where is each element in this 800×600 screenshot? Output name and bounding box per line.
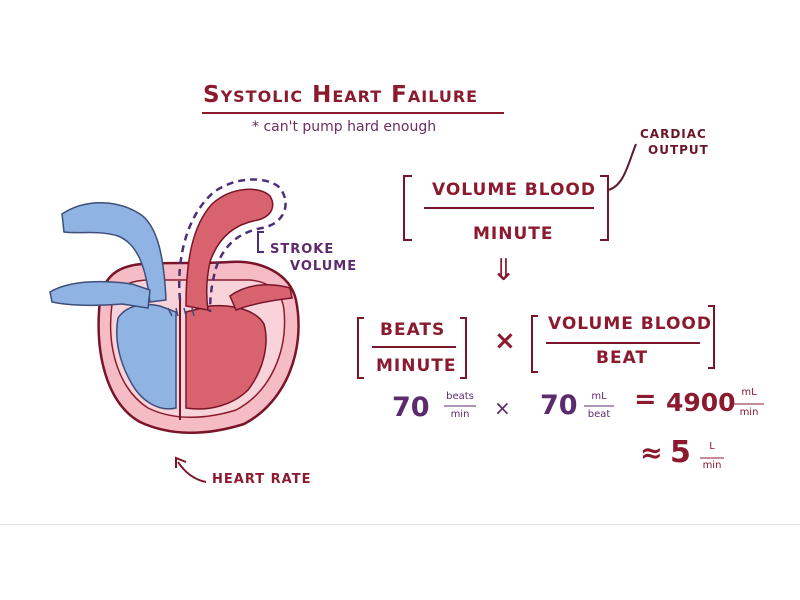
approx-value: 5 [670, 435, 691, 470]
bracket-right-volume [708, 305, 715, 369]
main-numerator: VOLUME BLOOD [432, 180, 596, 200]
stroke-volume-label-line2: VOLUME [290, 259, 358, 274]
cardiac-output-connector [607, 143, 637, 191]
stroke-volume-label-line1: STROKE [270, 242, 335, 257]
approx-sign: ≈ [640, 438, 663, 469]
volume-numerator: VOLUME BLOOD [548, 314, 712, 334]
hr-value: 70 [392, 392, 430, 423]
approx-unit-denominator: min [702, 460, 722, 471]
volume-denominator: BEAT [596, 348, 649, 368]
down-arrow-icon: ⇓ [491, 253, 517, 288]
beats-denominator: MINUTE [376, 356, 457, 376]
approx-unit-numerator: L [709, 441, 715, 452]
result-unit-numerator: mL [741, 387, 757, 398]
superior-vena-cava [61, 202, 167, 303]
heart-rate-arrow [177, 461, 207, 483]
bracket-left-volume [531, 315, 538, 373]
calc-times-sign: × [494, 396, 511, 420]
sv-unit-denominator: beat [587, 409, 611, 420]
bracket-right-main [600, 175, 609, 241]
cardiac-output-label-line2: OUTPUT [648, 143, 709, 157]
bracket-left-main [403, 175, 412, 241]
equals-sign: = [634, 384, 657, 415]
heart-rate-label: HEART RATE [212, 472, 312, 487]
stroke-volume-bracket [257, 231, 264, 253]
page-title: Systolic Heart Failure [203, 82, 479, 108]
title-underline [202, 112, 504, 114]
stroke-volume-outline [178, 178, 287, 313]
heart-rate-arrowhead [175, 456, 187, 468]
hr-unit-denominator: min [450, 409, 470, 420]
result-unit-denominator: min [739, 407, 759, 418]
sv-value: 70 [540, 390, 578, 421]
bottom-divider [0, 524, 800, 525]
result-value: 4900 [666, 388, 736, 417]
bracket-right-beats [460, 317, 467, 379]
pulmonary-vessel-left [49, 280, 151, 309]
hr-unit-numerator: beats [446, 391, 474, 402]
main-denominator: MINUTE [473, 224, 554, 244]
bracket-left-beats [357, 317, 364, 379]
valve-marks [167, 307, 195, 317]
aorta [185, 188, 274, 311]
cardiac-output-label-line1: CARDIAC [640, 127, 707, 141]
subtitle: * can't pump hard enough [252, 119, 437, 135]
beats-numerator: BEATS [380, 320, 446, 340]
pulmonary-vessel-right [229, 283, 293, 311]
sv-unit-numerator: mL [591, 391, 607, 402]
times-sign: × [494, 326, 516, 356]
